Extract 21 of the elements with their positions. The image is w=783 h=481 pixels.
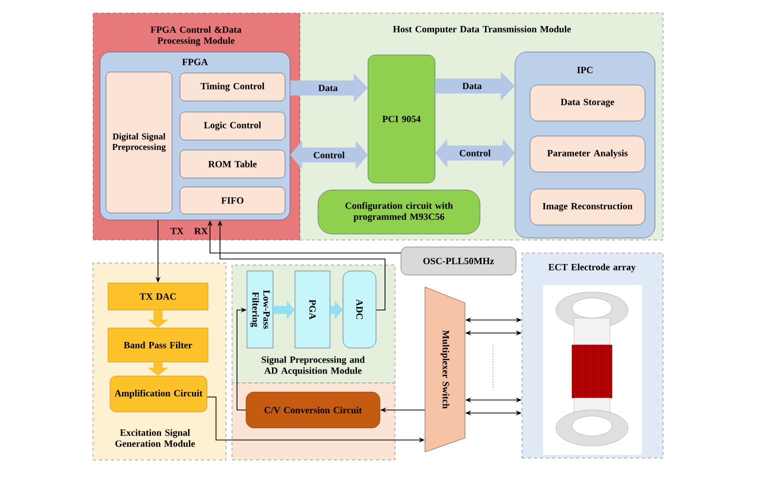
signal-label: RX bbox=[194, 228, 208, 234]
converter-box: ADC bbox=[342, 270, 376, 348]
circuit-box: Configuration circuit with programmed M93C56 bbox=[318, 190, 480, 234]
process-box: Logic Control bbox=[180, 112, 286, 140]
multiplexer-switch: Multiplexer Switch bbox=[424, 286, 466, 452]
edge-label: Control bbox=[458, 148, 492, 158]
process-box: Timing Control bbox=[180, 72, 286, 102]
process-box: Digital Signal Preprocessing bbox=[106, 72, 172, 214]
process-box: C/V Conversion Circuit bbox=[246, 392, 380, 428]
process-box: FIFO bbox=[180, 186, 286, 214]
process-box: ROM Table bbox=[180, 150, 286, 178]
process-box: Parameter Analysis bbox=[530, 136, 646, 172]
amplifier-box: PGA bbox=[294, 270, 330, 348]
chip-box: PCI 9054 bbox=[368, 54, 436, 184]
filter-box: Low-Pass Filtering bbox=[246, 270, 274, 348]
oscillator-box: OSC-PLL50MHz bbox=[400, 246, 516, 276]
process-box: Image Reconstruction bbox=[530, 188, 646, 226]
signal-label: TX bbox=[170, 228, 184, 234]
edge-label: Control bbox=[312, 150, 346, 160]
process-box: Data Storage bbox=[530, 84, 646, 122]
process-box: TX DAC bbox=[108, 282, 208, 310]
